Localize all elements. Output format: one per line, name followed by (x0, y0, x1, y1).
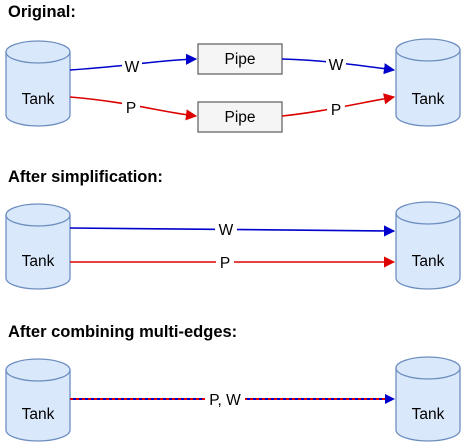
pipe-label: Pipe (224, 51, 255, 68)
tank-label: Tank (22, 253, 55, 270)
edge-label-bg (327, 100, 345, 118)
edge-label-bg (205, 391, 245, 408)
tank-label: Tank (22, 406, 55, 423)
edge-label-bg (122, 57, 142, 75)
water-edge-label: W (329, 57, 344, 74)
edge-label-bg (216, 254, 234, 271)
combined-edge-label: P, W (209, 392, 241, 409)
power-edge-label: P (126, 100, 136, 117)
tank-label: Tank (412, 253, 445, 270)
edge-label-bg (326, 55, 346, 73)
tank-node-original-source: Tank (5, 40, 71, 127)
edge-label-bg (215, 221, 237, 238)
tank-label: Tank (22, 91, 55, 108)
tank-node-simplified-source: Tank (5, 203, 71, 290)
tank-node-combined-target: Tank (395, 356, 461, 442)
tank-label: Tank (412, 91, 445, 108)
section-title-original: Original: (8, 3, 76, 21)
edge-label-bg (122, 98, 140, 116)
tank-node-combined-source: Tank (5, 358, 71, 442)
water-edge-label: W (219, 222, 234, 239)
pipe-label: Pipe (224, 109, 255, 126)
power-edge-tank-to-pipe (69, 96, 198, 121)
power-edge-label: P (220, 255, 230, 272)
section-title-combined: After combining multi-edges: (8, 323, 237, 341)
tank-node-original-target: Tank (395, 38, 461, 127)
pipe-node-power: Pipe (197, 101, 283, 133)
power-edge-label: P (331, 102, 341, 119)
tank-node-simplified-target: Tank (395, 201, 461, 290)
section-title-simplification: After simplification: (8, 168, 163, 186)
tank-label: Tank (412, 406, 445, 423)
water-edge-label: W (125, 59, 140, 76)
pipe-node-water: Pipe (197, 43, 283, 75)
